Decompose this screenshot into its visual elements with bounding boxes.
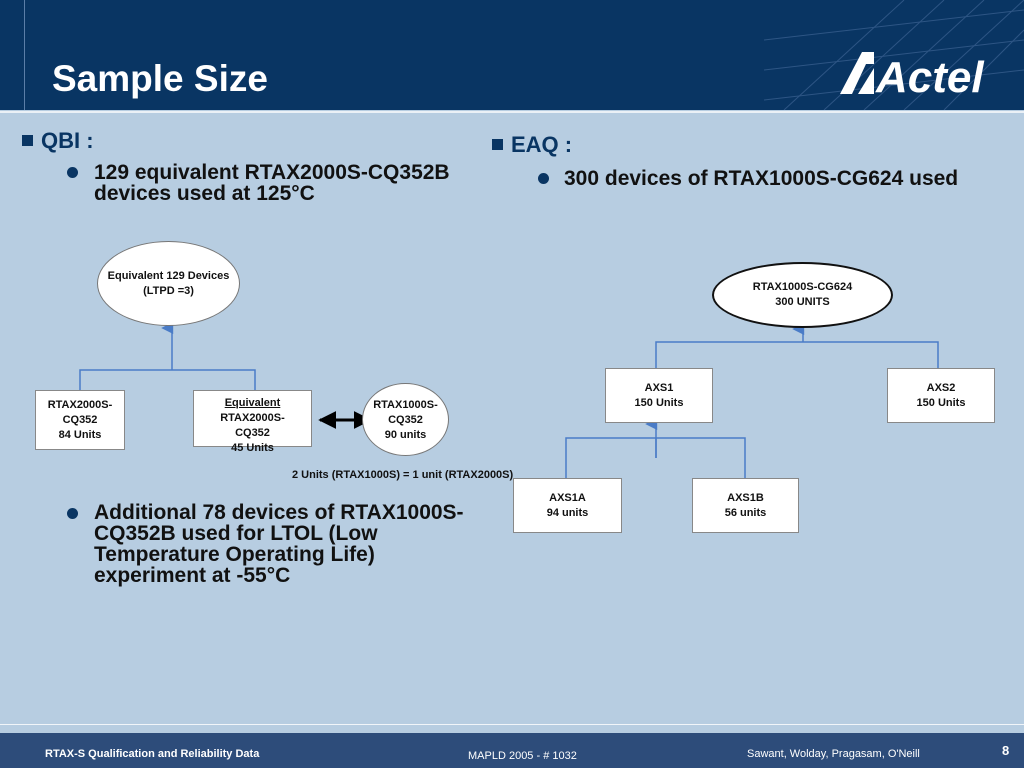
qbi-bullet-2: Additional 78 devices of RTAX1000S-CQ352… xyxy=(94,501,464,587)
header-rule xyxy=(0,111,1024,113)
eaq-bullet-1: 300 devices of RTAX1000S-CG624 used xyxy=(564,167,959,190)
square-bullet-icon xyxy=(22,135,33,146)
eaq-heading: EAQ : xyxy=(492,132,572,158)
qbi-top-oval: Equivalent 129 Devices(LTPD =3) xyxy=(97,241,240,326)
page-number: 8 xyxy=(1002,743,1010,758)
logo-text: Actel xyxy=(875,53,984,96)
page-number-box: 8 xyxy=(990,736,1020,766)
eaq-branch-line xyxy=(655,341,939,368)
round-bullet-icon xyxy=(538,173,549,184)
slide-title: Sample Size xyxy=(52,58,268,99)
slide-footer: RTAX-S Qualification and Reliability Dat… xyxy=(0,733,1024,768)
slide-header: Sample Size Actel xyxy=(0,0,1024,110)
qbi-heading: QBI : xyxy=(22,128,94,154)
footer-center-text: MAPLD 2005 - # 1032 xyxy=(468,750,577,762)
footer-right-text: Sawant, Wolday, Pragasam, O'Neill xyxy=(747,748,920,760)
footer-left-text: RTAX-S Qualification and Reliability Dat… xyxy=(45,748,260,760)
header-grid-decoration xyxy=(764,0,1024,110)
footer-rule xyxy=(0,724,1024,725)
round-bullet-icon xyxy=(67,508,78,519)
square-bullet-icon xyxy=(492,139,503,150)
header-divider xyxy=(24,0,25,110)
conversion-note: 2 Units (RTAX1000S) = 1 unit (RTAX2000S) xyxy=(292,469,514,481)
round-bullet-icon xyxy=(67,167,78,178)
qbi-branch-line xyxy=(79,369,256,390)
actel-logo: Actel xyxy=(840,52,984,96)
